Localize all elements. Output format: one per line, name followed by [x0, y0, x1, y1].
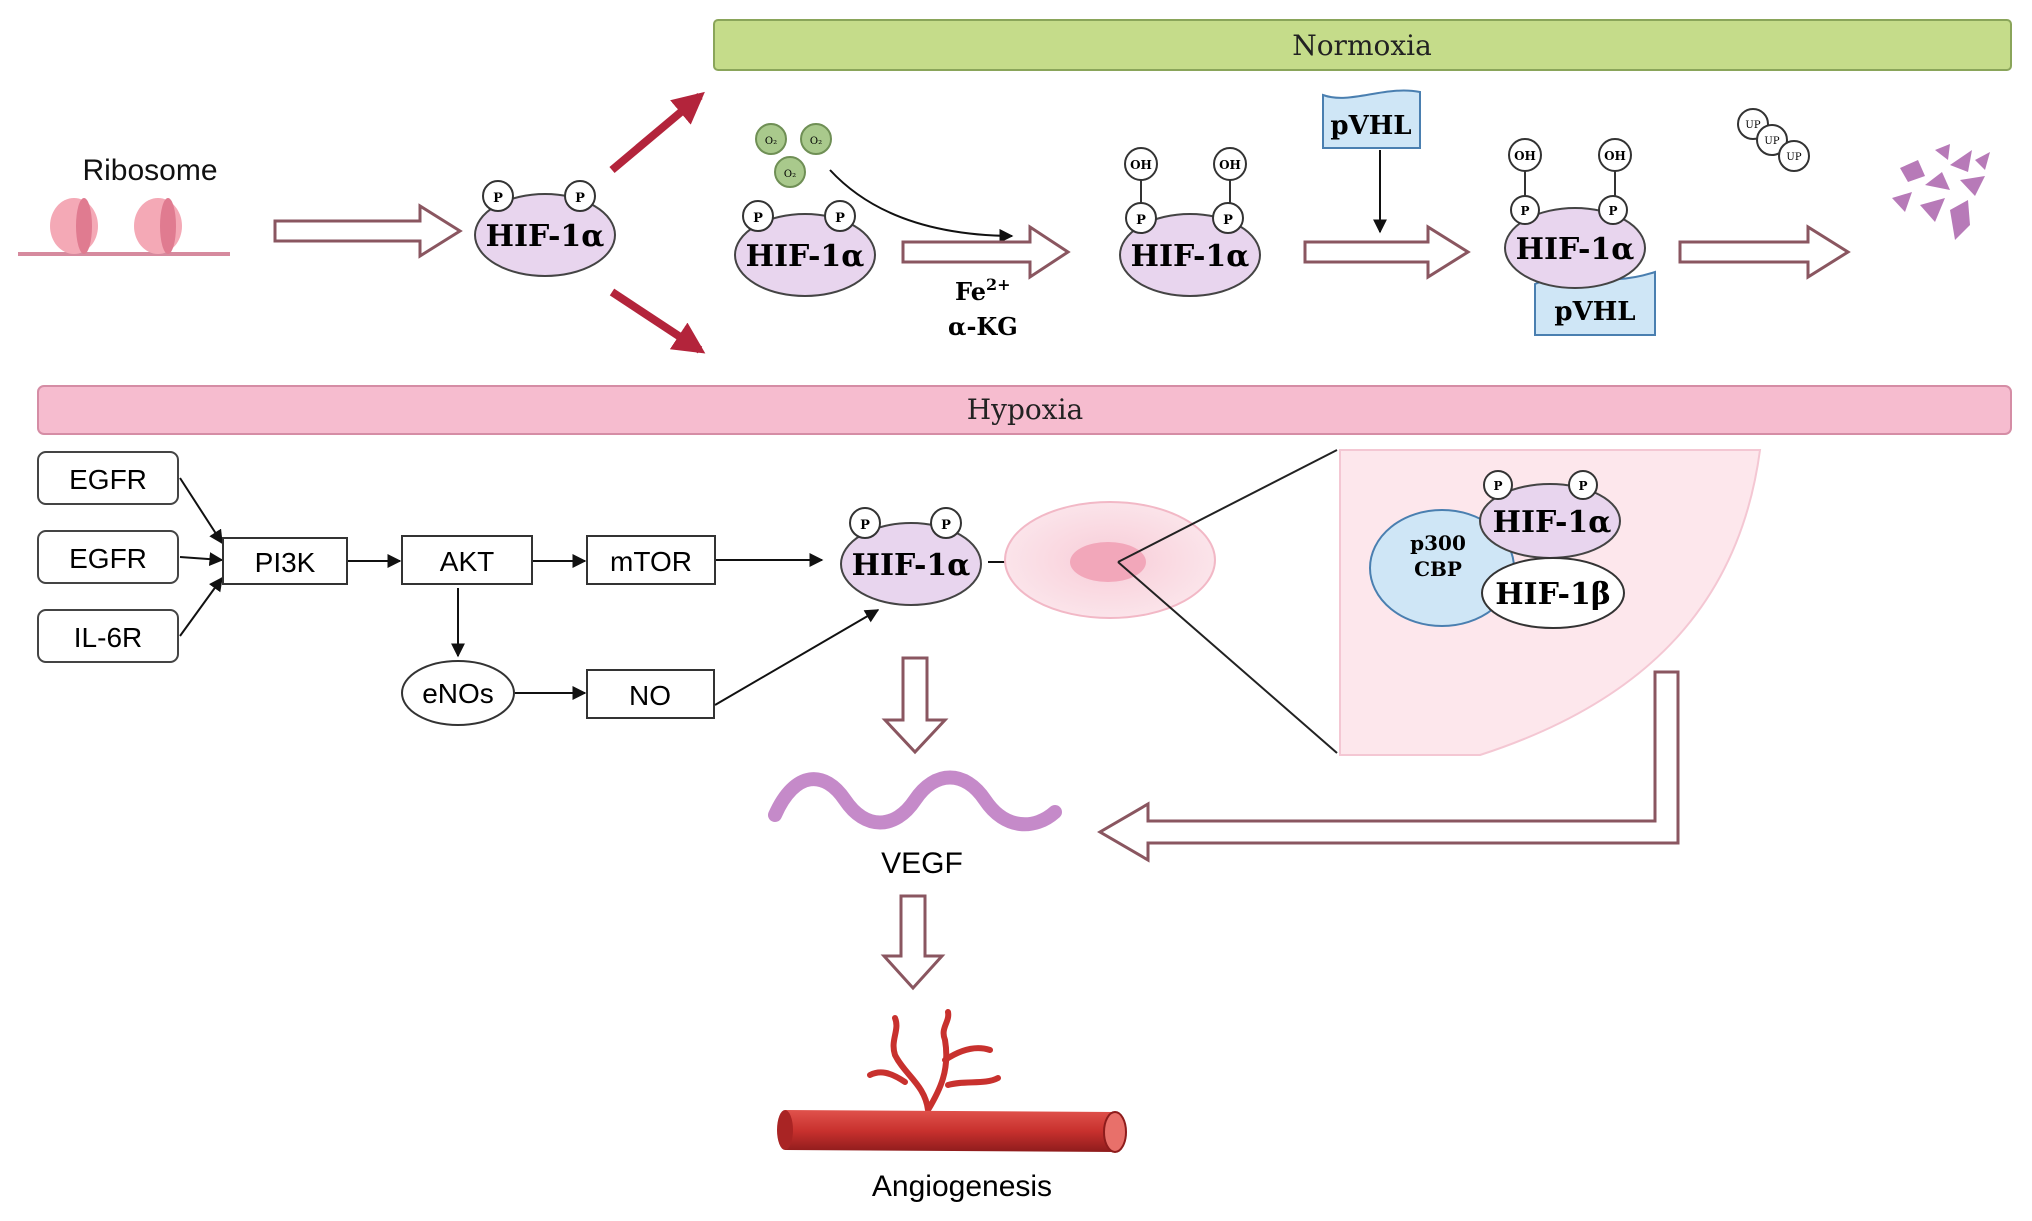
hollow-arrow-hif-vegf — [881, 656, 949, 755]
hif1a-label: HIF-1α — [746, 239, 865, 274]
phospho-icon: P — [1136, 213, 1146, 228]
hif1b-label: HIF-1β — [1495, 577, 1611, 612]
oxygen-arrow — [829, 169, 1014, 243]
phospho-icon: P — [575, 191, 585, 206]
hif1a-hypoxia: P P HIF-1α — [840, 507, 982, 606]
vegf-label: VEGF — [881, 847, 963, 880]
phospho-icon: P — [835, 211, 845, 226]
arrow-egfr1-pi3k — [179, 477, 223, 545]
hif1a-normoxia-1: P P HIF-1α — [734, 200, 876, 297]
akg-cofactor: α-KG — [948, 312, 1018, 341]
mtor-node: mTOR — [586, 535, 716, 585]
svg-text:PI3K: PI3K — [255, 547, 316, 578]
oxygen-label: O₂ — [784, 169, 796, 180]
cbp-label: CBP — [1414, 557, 1462, 581]
hypoxia-banner: Hypoxia — [37, 385, 2012, 435]
angiogenesis-label: Angiogenesis — [872, 1170, 1052, 1203]
phospho-icon: P — [941, 518, 951, 533]
ribosome: Ribosome — [18, 154, 230, 256]
hydroxyl-icon: OH — [1219, 158, 1241, 172]
hif1a-central: P P HIF-1α — [474, 180, 616, 277]
arrow-no-hif — [714, 609, 880, 706]
svg-text:EGFR: EGFR — [69, 543, 147, 574]
ubiquitin-label: UP — [1745, 120, 1760, 131]
hypoxia-label: Hypoxia — [967, 393, 1083, 426]
receptor-egfr-2: EGFR — [37, 530, 179, 584]
ribosome-icon — [50, 198, 182, 254]
hif1a-hydroxylated: OH OH P P HIF-1α — [1119, 147, 1261, 297]
p300-cbp-complex: p300 CBP — [1369, 509, 1515, 627]
nucleus-zoom-panel: p300 CBP P P HIF-1α HIF-1β — [1339, 449, 1762, 756]
hollow-arrow-vegf-angiogenesis — [880, 894, 946, 991]
pi3k-node: PI3K — [222, 537, 348, 585]
arrow-il6r-pi3k — [179, 576, 223, 637]
oxygen-label: O₂ — [810, 136, 822, 147]
hif1a-label: HIF-1α — [1516, 232, 1635, 267]
hif1a-label: HIF-1α — [486, 219, 605, 254]
svg-text:EGFR: EGFR — [69, 464, 147, 495]
pvhl-flag: pVHL — [1322, 89, 1421, 149]
akt-node: AKT — [401, 535, 533, 585]
ubiquitin-label: UP — [1764, 136, 1779, 147]
svg-text:NO: NO — [629, 680, 671, 711]
phospho-icon: P — [1520, 204, 1529, 218]
hydroxyl-icon: OH — [1130, 158, 1152, 172]
p300-label: p300 — [1410, 531, 1466, 555]
phospho-icon: P — [860, 518, 870, 533]
svg-text:mTOR: mTOR — [610, 546, 692, 577]
phospho-icon: P — [1493, 479, 1502, 493]
hif1a-label: HIF-1α — [852, 548, 971, 583]
ubiquitin-label: UP — [1786, 152, 1801, 163]
hif1b-nuclear: HIF-1β — [1481, 557, 1625, 629]
hollow-arrow-translation — [273, 203, 463, 259]
zoom-line-top — [1117, 449, 1338, 563]
hollow-arrow-pvhl-binding — [1303, 224, 1471, 280]
blood-vessel-icon — [777, 1009, 1127, 1153]
svg-text:IL-6R: IL-6R — [74, 622, 142, 653]
iron-cofactor: Fe2+ — [955, 275, 1011, 306]
phospho-icon: P — [1578, 479, 1587, 493]
zoom-line-bottom — [1117, 561, 1338, 754]
hydroxyl-icon: OH — [1514, 149, 1536, 163]
cofactors: Fe2+ α-KG — [948, 275, 1018, 341]
oxygen-label: O₂ — [765, 136, 777, 147]
arrow-egfr2-pi3k — [179, 552, 224, 567]
normoxia-label: Normoxia — [1292, 29, 1432, 62]
cell-icon — [1004, 501, 1216, 619]
hydroxyl-icon: OH — [1604, 149, 1626, 163]
hollow-arrow-transcription — [1097, 670, 1680, 863]
hif1a-pvhl-complex: OH OH pVHL P P HIF-1α — [1504, 138, 1656, 336]
phospho-icon: P — [753, 211, 763, 226]
pvhl-label: pVHL — [1330, 111, 1411, 141]
receptor-il6r: IL-6R — [37, 609, 179, 663]
hif1a-label: HIF-1α — [1493, 505, 1612, 540]
red-arrow-hypoxia — [609, 288, 706, 354]
oxygen-molecules: O₂ O₂ O₂ — [755, 123, 832, 188]
red-arrow-normoxia — [609, 91, 705, 174]
no-node: NO — [586, 669, 715, 719]
phospho-icon: P — [1223, 213, 1233, 228]
svg-text:AKT: AKT — [440, 546, 494, 577]
pvhl-label: pVHL — [1554, 297, 1635, 327]
hollow-arrow-degradation — [1678, 224, 1851, 280]
phospho-icon: P — [1608, 204, 1617, 218]
normoxia-banner: Normoxia — [713, 19, 2012, 71]
hif1a-nuclear: P P HIF-1α — [1479, 470, 1621, 559]
enos-node: eNOs — [401, 660, 515, 726]
phospho-icon: P — [493, 191, 503, 206]
ribosome-label: Ribosome — [82, 154, 217, 187]
ubiquitin-chain: UP UP UP — [1737, 108, 1810, 172]
degraded-protein-icon — [1892, 144, 1990, 240]
vegf-wave-icon — [768, 770, 1062, 832]
svg-text:eNOs: eNOs — [422, 678, 494, 709]
hollow-arrow-hydroxylation — [901, 224, 1071, 280]
receptor-egfr-1: EGFR — [37, 451, 179, 505]
hif1a-label: HIF-1α — [1131, 239, 1250, 274]
